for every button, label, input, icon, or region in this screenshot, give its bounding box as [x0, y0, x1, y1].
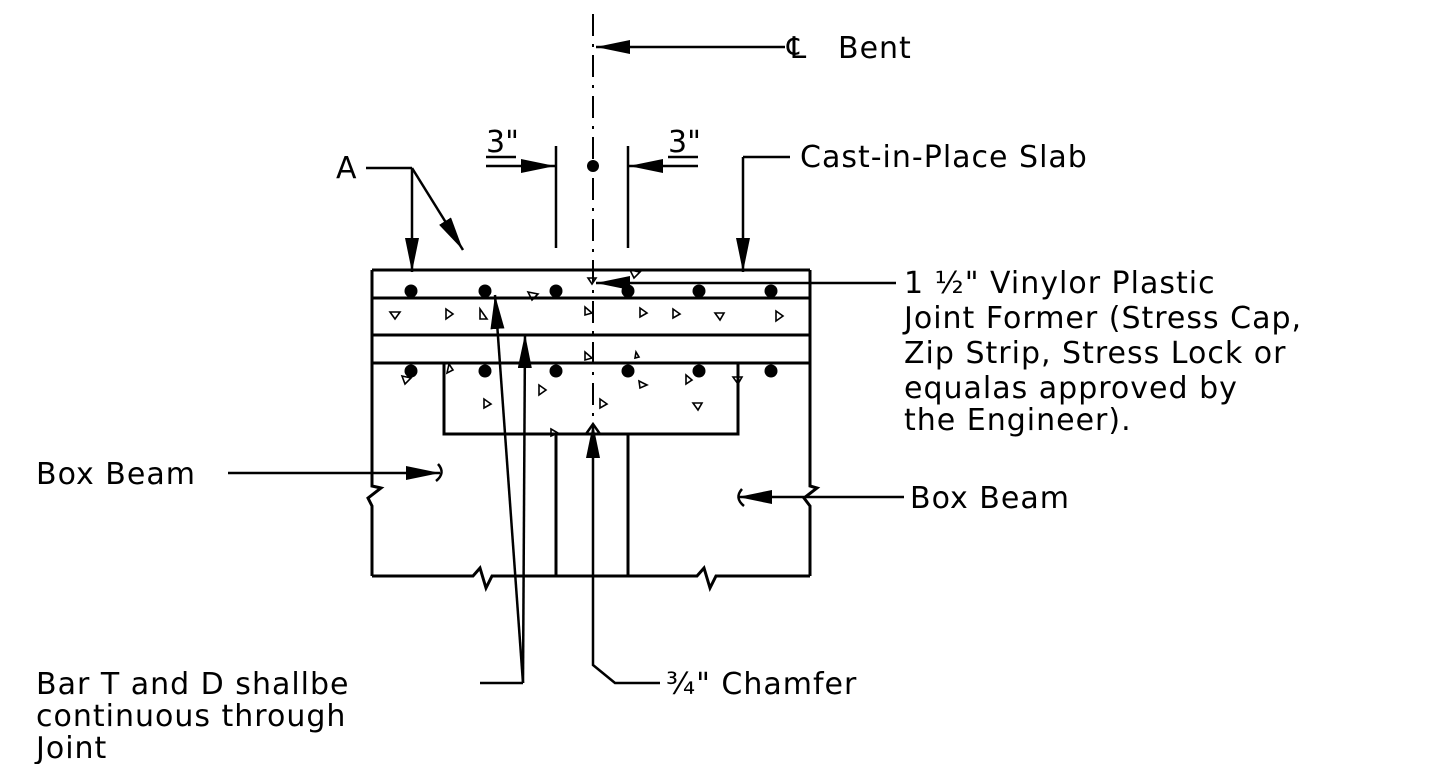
point-a-label: A: [336, 151, 358, 186]
box-beam-right-label: Box Beam: [910, 481, 1070, 516]
joint-former-line-5: the Engineer).: [904, 403, 1132, 438]
bar-note-leader-2: [517, 333, 532, 684]
center-dot: [587, 160, 599, 172]
dim-left-label: 3": [486, 125, 519, 160]
chamfer-label: ¾" Chamfer: [666, 667, 857, 702]
joint-former-line-1: 1 ½" Vinylor Plastic: [904, 266, 1216, 301]
rebar-top-row: [404, 284, 778, 298]
centerline-label: Bent: [838, 31, 912, 66]
bar-note-line-3: Joint: [34, 731, 107, 764]
bar-note-line-2: continuous through: [36, 699, 346, 734]
joint-former-line-2: Joint Former (Stress Cap,: [902, 301, 1302, 336]
slab-outline: [370, 268, 812, 365]
bar-note-leader-1: [490, 294, 525, 684]
centerline-symbol: ℄: [786, 31, 807, 66]
joint-former-line-3: Zip Strip, Stress Lock or: [904, 336, 1286, 371]
chamfer-leader: [586, 424, 660, 685]
slab-label: Cast-in-Place Slab: [800, 140, 1088, 175]
box-beam-left-label: Box Beam: [36, 457, 196, 492]
dim-right-label: 3": [668, 125, 701, 160]
bar-note-line-1: Bar T and D shallbe: [36, 667, 350, 702]
concrete-aggregate-hatch: [388, 268, 785, 438]
point-a-arrow-diag: [410, 167, 465, 251]
box-beam-left-break: [435, 463, 443, 482]
joint-former-line-4: equalas approved by: [904, 371, 1238, 406]
rebar-bottom-row: [404, 364, 778, 378]
box-beam-right-break: [737, 488, 745, 507]
